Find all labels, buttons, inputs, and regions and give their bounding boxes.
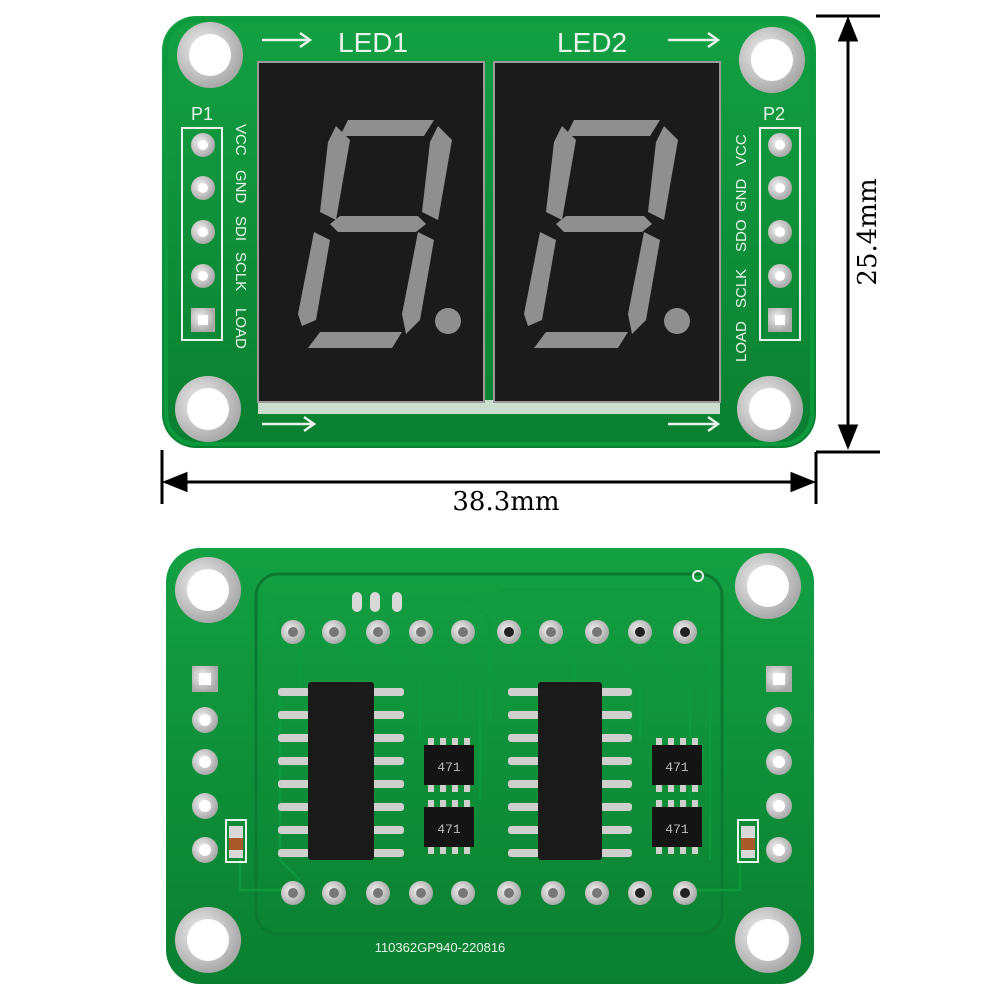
p1-pins xyxy=(191,133,215,332)
p2-label: P2 xyxy=(763,104,785,124)
p2-pins xyxy=(768,133,792,332)
p2-pin-labels: LOAD SCLK SDO GND VCC xyxy=(733,134,750,362)
bottom-arrow-right-icon xyxy=(668,415,721,433)
top-arrow-right-icon xyxy=(668,31,721,49)
p1-pin-labels: VCC GND SDI SCLK LOAD xyxy=(232,124,249,349)
back-right-header-pads xyxy=(766,666,792,863)
bottom-arrow-left-icon xyxy=(262,415,317,433)
capacitor-right xyxy=(737,819,759,863)
dimension-width xyxy=(160,450,880,504)
ic-chip-1 xyxy=(278,682,404,860)
front-board: LED1 LED2 P1 VCC GND SDI SCLK LOAD xyxy=(162,16,816,448)
p2-pin-sdo: SDO xyxy=(733,219,750,252)
p1-pin-gnd: GND xyxy=(232,170,249,204)
p1-pin-load: LOAD xyxy=(232,308,249,349)
led2-display xyxy=(493,61,721,403)
p1-pin-sdi: SDI xyxy=(232,216,249,241)
resistor-array-4: 471 xyxy=(652,800,702,854)
bottom-solder-row xyxy=(281,881,697,905)
resistor-array-2-code: 471 xyxy=(437,822,461,837)
led1-display xyxy=(257,61,485,403)
mounting-holes-back xyxy=(175,553,801,973)
p2-pin-sclk: SCLK xyxy=(733,269,750,308)
back-board: 471 471 471 471 xyxy=(166,548,814,984)
resistor-array-3-code: 471 xyxy=(665,760,689,775)
fiducial-mark xyxy=(692,570,704,582)
led2-label: LED2 xyxy=(557,27,627,58)
top-solder-row xyxy=(281,620,697,644)
pcb-code-label: 110362GP940-220816 xyxy=(375,940,506,955)
width-label: 38.3mm xyxy=(452,487,559,517)
height-label: 25.4mm xyxy=(853,178,883,285)
resistor-array-1-code: 471 xyxy=(437,760,461,775)
p2-pin-vcc: VCC xyxy=(733,134,750,166)
p2-pin-load: LOAD xyxy=(733,321,750,362)
led1-decimal-point xyxy=(435,308,461,334)
p2-outline xyxy=(759,127,801,341)
mounting-holes-front xyxy=(175,22,805,442)
p1-outline xyxy=(181,127,223,341)
top-smd-pads xyxy=(352,592,402,612)
led2-decimal-point xyxy=(664,308,690,334)
p1-pin-vcc: VCC xyxy=(232,124,249,156)
ic-chip-2 xyxy=(508,682,632,860)
resistor-array-1: 471 xyxy=(424,738,474,792)
back-pcb xyxy=(166,548,814,984)
resistor-array-2: 471 xyxy=(424,800,474,854)
dimension-height xyxy=(816,14,880,451)
p2-pin-gnd: GND xyxy=(733,179,750,213)
top-arrow-left-icon xyxy=(262,31,313,49)
capacitor-left xyxy=(225,819,247,863)
led1-label: LED1 xyxy=(338,27,408,58)
p1-pin-sclk: SCLK xyxy=(232,252,249,291)
resistor-array-3: 471 xyxy=(652,738,702,792)
back-left-header-pads xyxy=(192,666,218,863)
p1-label: P1 xyxy=(191,104,213,124)
resistor-array-4-code: 471 xyxy=(665,822,689,837)
